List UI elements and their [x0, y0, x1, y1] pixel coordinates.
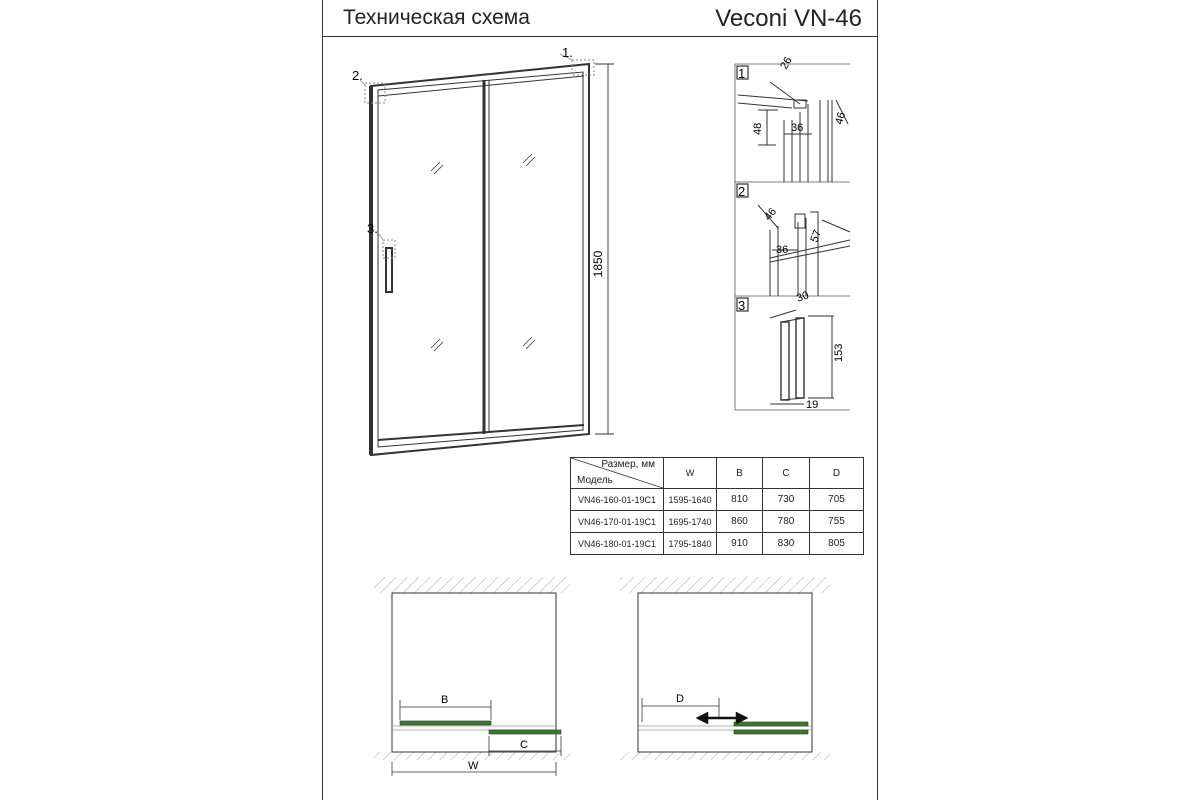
detail-1-dim-36: 36: [791, 122, 803, 134]
detail-3-handle: [736, 297, 834, 405]
table-cell-d: 805: [809, 532, 864, 555]
sheet-title: Техническая схема: [343, 6, 530, 29]
model-title: Veconi VN-46: [715, 5, 862, 32]
table-cell-w: 1595-1640: [663, 488, 717, 511]
callout-box-2: [364, 82, 386, 104]
detail-1-dim-26: 26: [778, 55, 795, 72]
detail-3-dim-153: 153: [833, 344, 845, 362]
table-cell-c: 780: [762, 510, 810, 533]
table-cell-model: VN46-170-01-19C1: [570, 510, 664, 533]
plan-left: [374, 577, 570, 776]
callout-box-1: [571, 59, 595, 76]
plan-right: [620, 577, 830, 760]
table-header-size: Размер, мм: [601, 459, 655, 470]
callout-label-1: 1.: [562, 45, 573, 60]
detail-2-dim-36: 36: [776, 244, 788, 256]
plan-left-label-c: C: [520, 739, 528, 751]
table-cell-model: VN46-180-01-19C1: [570, 532, 664, 555]
height-dimension: [595, 63, 614, 435]
table-corner-cell: Размер, мм Модель: [570, 457, 664, 489]
detail-1-dim-46: 46: [833, 111, 848, 126]
table-col-w: W: [663, 457, 717, 489]
height-dimension-label: 1850: [591, 250, 605, 277]
table-cell-w: 1795-1840: [663, 532, 717, 555]
detail-2-number: 2: [738, 184, 745, 199]
plan-right-label-d: D: [676, 693, 684, 705]
detail-3-number: 3: [738, 298, 745, 313]
table-cell-d: 705: [809, 488, 864, 511]
callout-label-3: 3.: [367, 221, 378, 236]
table-cell-c: 730: [762, 488, 810, 511]
table-row: VN46-170-01-19C1 1695-1740 860 780 755: [570, 510, 864, 533]
detail-panels: [734, 63, 850, 411]
glass-marks: [430, 153, 536, 352]
sliding-arrow-icon: [695, 711, 749, 725]
size-table: Размер, мм Модель W B C D VN46-160-01-19…: [570, 457, 864, 555]
detail-1-number: 1: [738, 66, 745, 81]
detail-2-dim-57: 57: [809, 228, 824, 244]
table-header-row: Размер, мм Модель W B C D: [570, 457, 864, 489]
table-row: VN46-160-01-19C1 1595-1640 810 730 705: [570, 488, 864, 511]
table-col-b: B: [716, 457, 763, 489]
table-col-c: C: [762, 457, 810, 489]
plan-left-label-b: B: [441, 694, 448, 706]
table-col-d: D: [809, 457, 864, 489]
detail-2-dim-46: 46: [762, 206, 779, 223]
detail-2-profile: [736, 183, 851, 296]
table-cell-b: 810: [716, 488, 763, 511]
callout-label-2: 2.: [352, 68, 363, 83]
table-cell-c: 830: [762, 532, 810, 555]
detail-1-profile: [736, 65, 849, 182]
table-header-model: Модель: [577, 475, 613, 486]
plan-left-label-w: W: [468, 760, 479, 772]
detail-1-dim-48: 48: [752, 123, 764, 135]
door-elevation: [369, 62, 590, 457]
table-cell-w: 1695-1740: [663, 510, 717, 533]
table-cell-d: 755: [809, 510, 864, 533]
drawing-sheet: [322, 0, 878, 800]
header-divider: [322, 36, 878, 37]
callout-box-3: [382, 239, 396, 259]
table-cell-b: 860: [716, 510, 763, 533]
detail-3-dim-30: 30: [795, 289, 811, 304]
door-handle: [385, 247, 393, 293]
table-row: VN46-180-01-19C1 1795-1840 910 830 805: [570, 532, 864, 555]
table-cell-b: 910: [716, 532, 763, 555]
detail-3-dim-19: 19: [806, 399, 818, 411]
table-cell-model: VN46-160-01-19C1: [570, 488, 664, 511]
